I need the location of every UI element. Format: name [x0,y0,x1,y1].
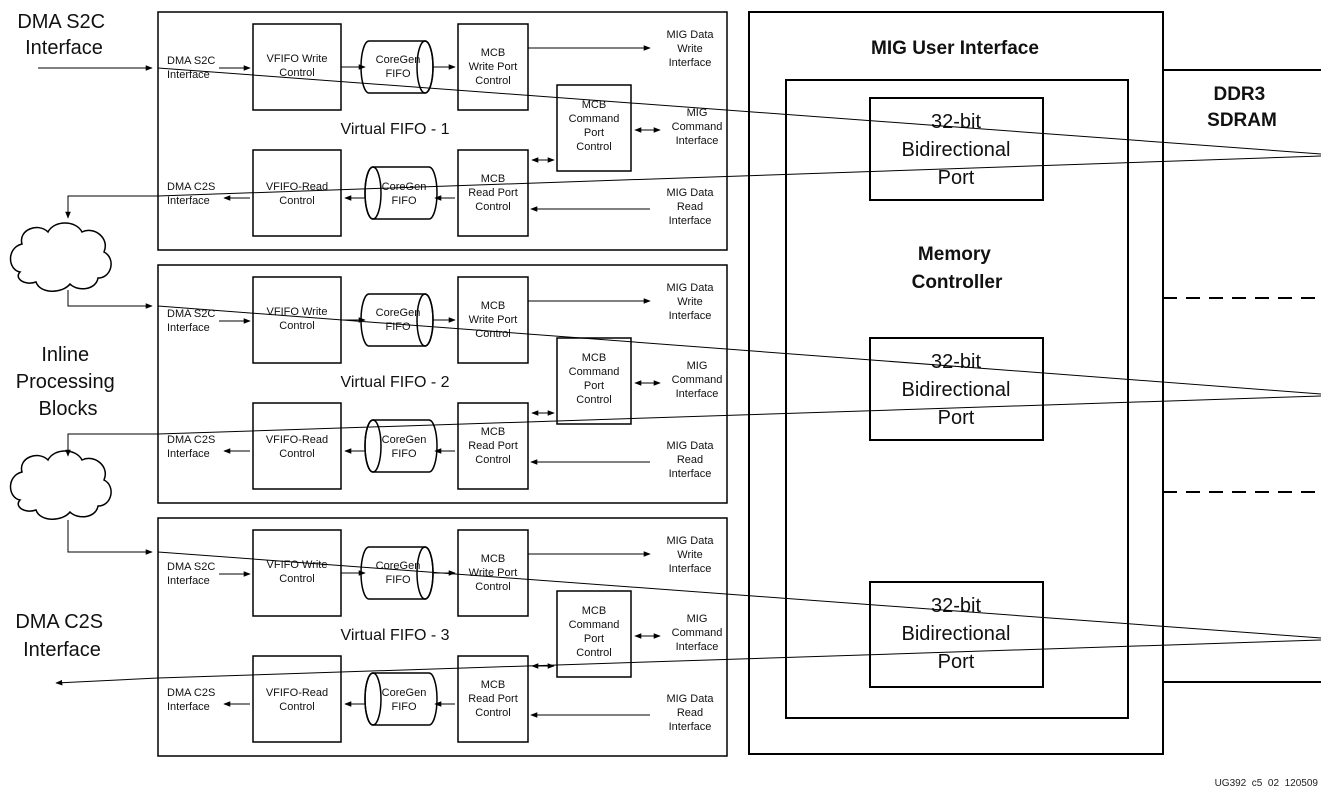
mig-user-interface-title: MIG User Interface [871,38,1039,59]
memory-controller-label: Memory Controller [912,244,1003,293]
figure-id: UG392_c5_02_120509 [1215,778,1319,786]
label-inline-processing: Inline Processing Blocks [16,344,121,420]
ddr3-sdram-label: DDR3 SDRAM [1207,84,1277,131]
label-dma-c2s-external: DMA C2S Interface [15,611,108,661]
data-path-lines [157,67,1321,679]
svg-text:Virtual FIFO - 2: Virtual FIFO - 2 [340,374,449,391]
label-dma-s2c-external: DMA S2C Interface [17,11,110,59]
memory-controller-box [785,79,1129,719]
ddr3-sdram-box [1162,69,1321,683]
inline-processing-cloud-1 [9,222,112,292]
svg-text:Virtual FIFO - 1: Virtual FIFO - 1 [340,121,449,138]
inline-processing-cloud-2 [9,450,112,520]
svg-text:Virtual FIFO - 3: Virtual FIFO - 3 [340,627,449,644]
